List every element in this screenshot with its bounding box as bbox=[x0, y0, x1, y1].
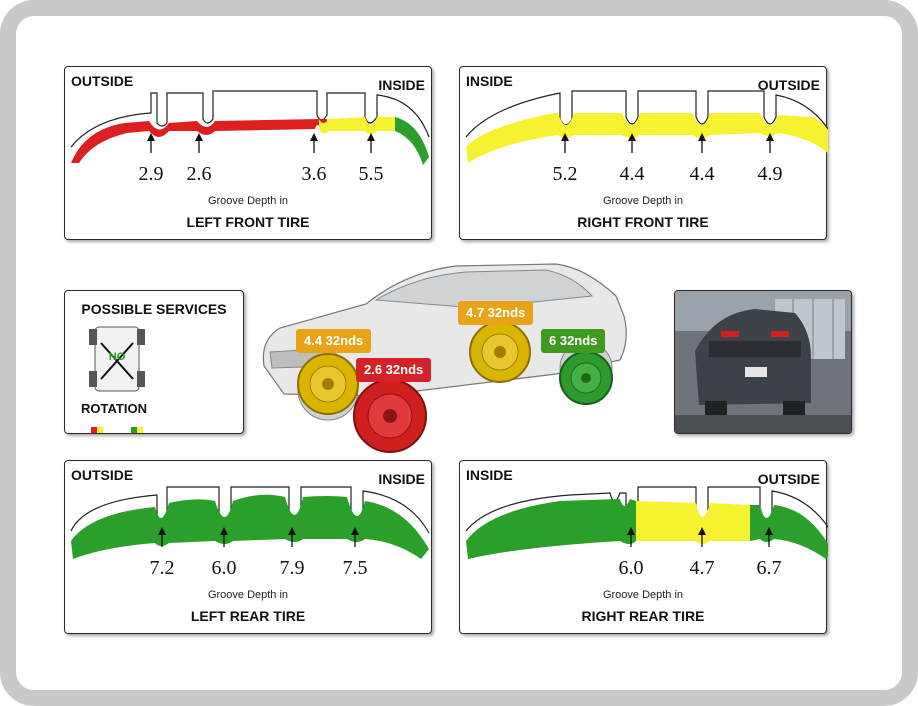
car-illustration bbox=[262, 263, 627, 453]
tire-title: LEFT FRONT TIRE bbox=[186, 214, 310, 230]
vehicle-photo[interactable] bbox=[674, 290, 852, 434]
groove-depth-3: 7.9 bbox=[279, 557, 305, 579]
tire-side-label-right: OUTSIDE bbox=[757, 77, 820, 93]
groove-depth-4: 7.5 bbox=[342, 557, 368, 579]
tire-side-label-left: OUTSIDE bbox=[71, 467, 134, 483]
left-front-tread-profile bbox=[70, 90, 430, 165]
left-front-depth-arrows bbox=[147, 133, 375, 153]
groove-depth-3: 6.7 bbox=[756, 557, 782, 579]
left-rear-tread-profile bbox=[70, 486, 430, 559]
groove-depth-caption: Groove Depth in bbox=[602, 195, 684, 207]
tire-side-label-right: INSIDE bbox=[378, 77, 425, 93]
groove-depth-2: 4.7 bbox=[689, 557, 715, 579]
left-rear-depth-arrows bbox=[158, 527, 359, 547]
groove-depth-caption: Groove Depth in bbox=[207, 195, 289, 207]
groove-depth-caption: Groove Depth in bbox=[602, 589, 684, 601]
services-title: POSSIBLE SERVICES bbox=[81, 301, 227, 317]
car-chassis-diagram bbox=[89, 326, 145, 433]
wheel-left-rear bbox=[353, 379, 427, 453]
tire-side-label-right: OUTSIDE bbox=[757, 471, 820, 487]
wheel-right-front bbox=[469, 321, 531, 383]
groove-depth-1: 2.9 bbox=[138, 163, 164, 185]
groove-depth-caption: Groove Depth in bbox=[207, 589, 289, 601]
right-rear-tire-panel[interactable]: INSIDE OUTSIDE 6.0 4.7 6.7 Groove Depth … bbox=[459, 460, 828, 634]
possible-services-panel[interactable]: POSSIBLE SERVICES NO ROTATION bbox=[64, 290, 244, 434]
groove-depth-4: 4.9 bbox=[757, 163, 783, 185]
tire-title: LEFT REAR TIRE bbox=[190, 608, 306, 624]
groove-depth-2: 6.0 bbox=[211, 557, 237, 579]
groove-depth-2: 2.6 bbox=[186, 163, 212, 185]
groove-depth-1: 7.2 bbox=[149, 557, 175, 579]
badge-left-rear-depth: 2.6 32nds bbox=[356, 358, 432, 382]
left-front-tire-panel[interactable]: OUTSIDE INSIDE 2.9 2.6 3.6 5.5 Groove De… bbox=[64, 66, 432, 240]
groove-depth-2: 4.4 bbox=[619, 163, 645, 185]
right-rear-tread-profile bbox=[465, 486, 828, 559]
groove-depth-1: 6.0 bbox=[618, 557, 644, 579]
right-front-depth-arrows bbox=[561, 133, 774, 153]
right-front-tire-panel[interactable]: INSIDE OUTSIDE 5.2 4.4 4.4 4.9 Groove De… bbox=[459, 66, 828, 240]
tire-title: RIGHT FRONT TIRE bbox=[577, 214, 709, 230]
groove-depth-4: 5.5 bbox=[358, 163, 384, 185]
vehicle-photo-image bbox=[675, 291, 851, 433]
groove-depth-3: 4.4 bbox=[689, 163, 715, 185]
tire-side-label-left: INSIDE bbox=[466, 467, 513, 483]
groove-depth-3: 3.6 bbox=[301, 163, 327, 185]
left-rear-tire-panel[interactable]: OUTSIDE INSIDE 7.2 6.0 7.9 7.5 Groove De… bbox=[64, 460, 432, 634]
tire-side-label-right: INSIDE bbox=[378, 471, 425, 487]
badge-left-front-depth: 4.4 32nds bbox=[296, 329, 372, 353]
tire-side-label-left: OUTSIDE bbox=[71, 73, 134, 89]
no-rotation-badge: NO bbox=[108, 351, 126, 363]
wheel-left-front bbox=[297, 353, 359, 415]
tire-title: RIGHT REAR TIRE bbox=[581, 608, 705, 624]
rotation-label: ROTATION bbox=[81, 401, 147, 416]
groove-depth-1: 5.2 bbox=[552, 163, 578, 185]
tire-side-label-left: INSIDE bbox=[466, 73, 513, 89]
badge-right-rear-depth: 6 32nds bbox=[541, 329, 606, 353]
wheel-right-rear bbox=[559, 351, 613, 405]
badge-right-front-depth: 4.7 32nds bbox=[458, 301, 534, 325]
right-rear-depth-arrows bbox=[627, 527, 773, 547]
right-front-tread-profile bbox=[465, 90, 828, 163]
